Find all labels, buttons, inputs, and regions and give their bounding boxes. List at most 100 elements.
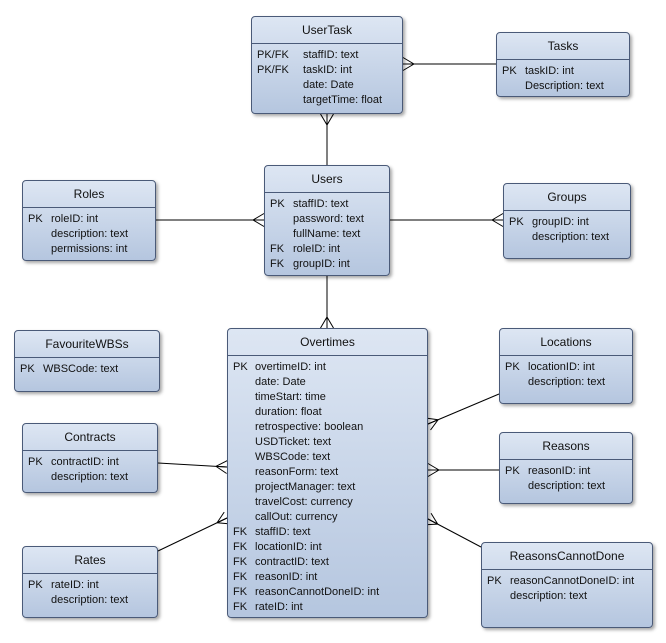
attribute-key: PK <box>28 579 43 591</box>
relationship-line-rates-overtimes <box>157 517 228 552</box>
attribute-key <box>233 420 255 435</box>
attribute-row: projectManager: text <box>233 480 422 495</box>
crows-foot-marker <box>215 460 228 474</box>
entity-title: Groups <box>504 184 630 211</box>
entity-title: Users <box>265 166 389 193</box>
attribute-name: description: text <box>532 231 610 243</box>
attribute-name: roleID: int <box>51 213 99 225</box>
entity-title: Overtimes <box>228 329 427 356</box>
attribute-row: PK groupID: int <box>509 215 625 230</box>
attribute-row: targetTime: float <box>257 93 397 108</box>
attribute-row: description: text <box>28 227 150 242</box>
attribute-name: WBSCode: text <box>255 451 331 463</box>
attribute-key: FK <box>270 258 285 270</box>
attribute-key: FK <box>233 556 248 568</box>
attribute-name: rateID: int <box>255 601 303 613</box>
attribute-key: PK <box>505 465 520 477</box>
attribute-key <box>233 390 255 405</box>
attribute-key <box>233 435 255 450</box>
attribute-row: Description: text <box>502 79 624 94</box>
attribute-row: description: text <box>28 470 152 485</box>
attribute-name: overtimeID: int <box>255 361 326 373</box>
crows-foot-marker <box>252 213 265 227</box>
entity-title: Locations <box>500 329 632 356</box>
attribute-key <box>487 589 510 604</box>
attribute-key: PK <box>233 361 248 373</box>
attribute-name: retrospective: boolean <box>255 421 364 433</box>
attribute-name: description: text <box>51 471 129 483</box>
attribute-key: FK <box>270 243 285 255</box>
attribute-key: FK <box>233 571 248 583</box>
entity-title: Reasons <box>500 433 632 460</box>
attribute-row: password: text <box>270 212 384 227</box>
entity-attributes: PK overtimeID: int date: Date timeStart: ti… <box>228 356 427 615</box>
entity-title: Tasks <box>497 33 629 60</box>
entity-attributes: PK groupID: int description: text <box>504 211 630 245</box>
attribute-key <box>28 470 51 485</box>
attribute-key: PK <box>487 575 502 587</box>
attribute-name: reasonID: int <box>255 571 318 583</box>
attribute-key <box>233 510 255 525</box>
attribute-row: fullName: text <box>270 227 384 242</box>
attribute-name: description: text <box>51 594 129 606</box>
attribute-name: description: text <box>51 228 129 240</box>
attribute-row: FK reasonCannotDoneID: int <box>233 585 422 600</box>
attribute-row: PK overtimeID: int <box>233 360 422 375</box>
attribute-row: USDTicket: text <box>233 435 422 450</box>
attribute-name: groupID: int <box>532 216 589 228</box>
attribute-name: contractID: int <box>51 456 119 468</box>
entity-title: Roles <box>23 181 155 208</box>
attribute-row: timeStart: time <box>233 390 422 405</box>
crows-foot-marker <box>427 463 440 477</box>
attribute-key <box>233 375 255 390</box>
attribute-name: fullName: text <box>293 228 361 240</box>
crows-foot-marker <box>320 316 334 329</box>
attribute-key: FK <box>233 586 248 598</box>
attribute-name: reasonCannotDoneID: int <box>255 586 380 598</box>
attribute-name: contractID: text <box>255 556 329 568</box>
attribute-row: duration: float <box>233 405 422 420</box>
attribute-key: FK <box>233 541 248 553</box>
attribute-name: date: Date <box>255 376 306 388</box>
attribute-name: Description: text <box>525 80 604 92</box>
attribute-key <box>28 227 51 242</box>
attribute-name: description: text <box>528 376 606 388</box>
attribute-key: PK <box>509 216 524 228</box>
entity-title: Rates <box>23 547 157 574</box>
attribute-row: description: text <box>505 479 627 494</box>
attribute-key <box>257 93 303 108</box>
attribute-row: retrospective: boolean <box>233 420 422 435</box>
attribute-row: date: Date <box>257 78 397 93</box>
attribute-name: description: text <box>510 590 588 602</box>
attribute-key: PK <box>20 363 35 375</box>
attribute-key: FK <box>233 601 248 613</box>
attribute-row: permissions: int <box>28 242 150 257</box>
attribute-key: PK/FK <box>257 64 289 76</box>
